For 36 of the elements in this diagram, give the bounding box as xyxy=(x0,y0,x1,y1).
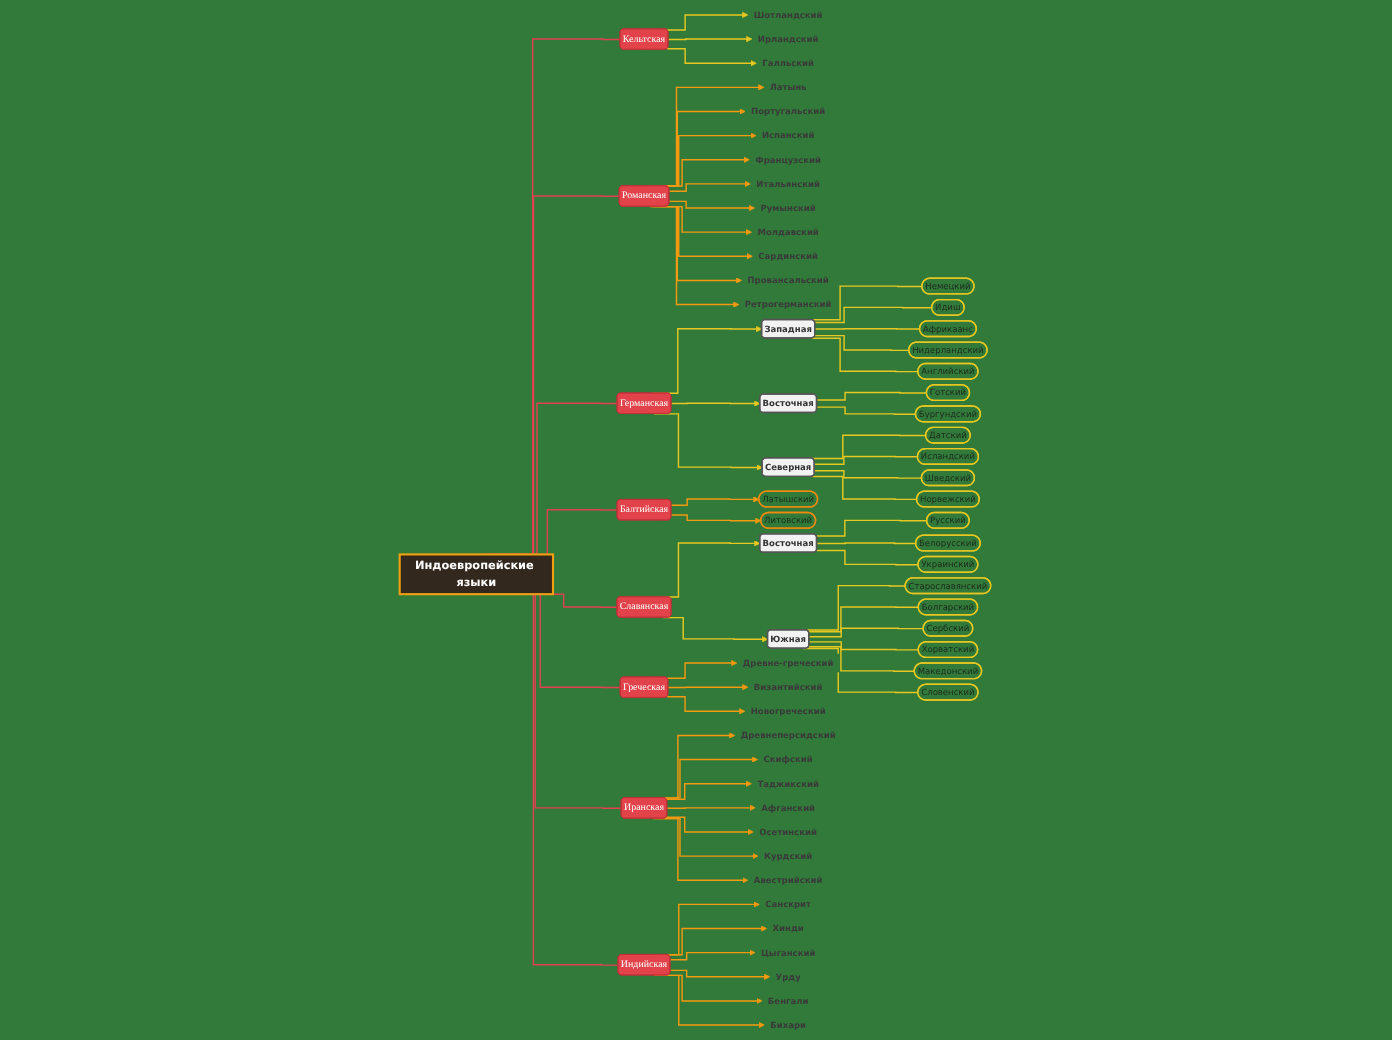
arrow xyxy=(670,969,772,980)
connector xyxy=(817,406,918,415)
connector xyxy=(809,627,926,638)
connector xyxy=(808,606,921,633)
connector xyxy=(815,334,911,352)
arrow xyxy=(670,949,757,961)
connector xyxy=(816,519,929,537)
arrow xyxy=(669,200,757,212)
arrow xyxy=(663,616,769,643)
connector xyxy=(814,470,924,479)
arrow xyxy=(667,11,750,31)
connector xyxy=(814,455,920,465)
connector xyxy=(808,646,917,672)
arrow xyxy=(666,780,753,800)
arrow xyxy=(667,48,758,67)
connector xyxy=(803,584,908,631)
connector xyxy=(807,337,920,373)
arrow xyxy=(667,659,739,679)
arrow xyxy=(668,684,750,691)
arrow xyxy=(666,816,755,836)
connector xyxy=(812,434,928,460)
arrow xyxy=(667,696,747,715)
connector xyxy=(815,306,934,324)
arrow xyxy=(669,180,752,192)
connector xyxy=(815,328,922,330)
arrow xyxy=(667,804,757,811)
connector xyxy=(817,391,929,401)
connector xyxy=(817,542,918,545)
arrow xyxy=(671,514,763,524)
arrow xyxy=(671,400,762,407)
connector xyxy=(809,641,921,651)
arrow xyxy=(668,35,754,43)
connector xyxy=(816,549,920,566)
arrow xyxy=(671,496,761,506)
connector xyxy=(803,647,920,694)
connector xyxy=(812,475,919,501)
